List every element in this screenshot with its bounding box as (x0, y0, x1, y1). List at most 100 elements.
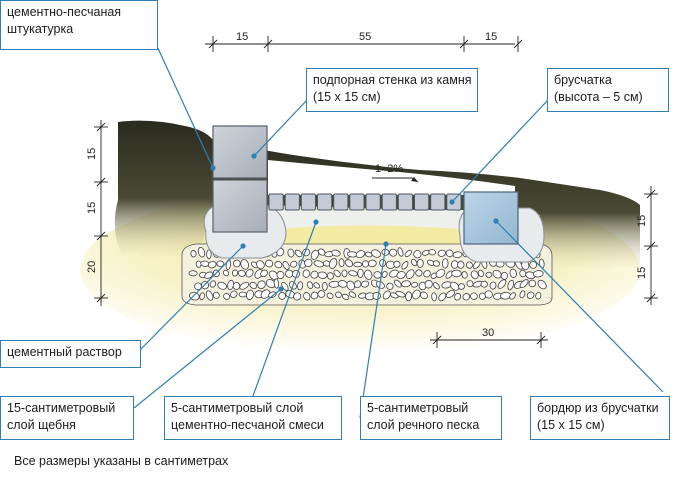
label-curb: бордюр из брусчатки (15 х 15 см) (530, 396, 670, 440)
wall-stone-upper (212, 125, 268, 179)
gravel-stone (462, 293, 471, 301)
paving-block (317, 193, 333, 211)
gravel-stone (205, 290, 214, 301)
gravel-stone (404, 249, 412, 257)
label-curb-line1: бордюр из брусчатки (537, 401, 659, 415)
gravel-stone (492, 269, 502, 279)
paving-block (414, 193, 430, 211)
gravel-stone (223, 293, 231, 300)
label-plaster-line2: штукатурка (7, 22, 74, 36)
gravel-stone (231, 269, 239, 277)
gravel-stone (435, 268, 446, 278)
gravel-stone (338, 258, 345, 268)
gravel-stone (507, 279, 514, 291)
gravel-stone (353, 261, 363, 268)
gravel-stone (454, 292, 462, 301)
gravel-stone (393, 279, 402, 288)
label-plaster: цементно-песчаная штукатурка (0, 0, 158, 50)
gravel-stone (237, 269, 246, 277)
gravel-stone (509, 268, 517, 278)
paving-block (349, 193, 365, 211)
gravel-stone (290, 260, 298, 268)
label-gravel: 15-сантиметровый слой щебня (0, 396, 134, 440)
label-cement-sand-line1: 5-сантиметровый слой (171, 401, 304, 415)
gravel-stone (287, 248, 295, 258)
dim-top-left: 15 (236, 31, 248, 43)
gravel-stone (310, 291, 319, 300)
gravel-stone (389, 248, 398, 257)
label-river-sand-line1: 5-сантиметровый (367, 401, 469, 415)
gravel-stone (428, 249, 436, 256)
gravel-stone (273, 278, 280, 289)
gravel-stone (412, 289, 421, 300)
gravel-stone (410, 258, 418, 267)
paving-block (397, 193, 413, 211)
slope-label: 1–2% (375, 163, 403, 175)
gravel-stone (413, 250, 422, 259)
paving-block (430, 193, 446, 211)
gravel-stone (276, 270, 285, 280)
gravel-stone (197, 247, 206, 258)
gravel-stone (461, 271, 468, 279)
leader-lines (133, 43, 664, 419)
gravel-stone (411, 281, 419, 288)
gravel-stone (232, 282, 241, 290)
gravel-stone (200, 260, 210, 267)
gravel-stone (278, 292, 286, 300)
gravel-stone (500, 291, 512, 300)
gravel-stone (274, 261, 283, 269)
gravel-stone (207, 261, 217, 269)
gravel-stone (313, 282, 321, 289)
gravel-stone (232, 259, 241, 268)
gravel-stone (239, 281, 250, 290)
gravel-stone (381, 271, 388, 278)
gravel-stone (373, 271, 382, 279)
dim-bottom: 30 (482, 327, 494, 339)
gravel-stone (535, 292, 542, 300)
dim-top-middle: 55 (359, 31, 371, 43)
gravel-stone (509, 292, 516, 300)
gravel-stone (382, 290, 391, 300)
paving-block (381, 193, 397, 211)
right-dimension (644, 186, 658, 305)
gravel-stone (432, 282, 440, 290)
label-river-sand: 5-сантиметровый слой речного песка (360, 396, 502, 440)
gravel-stone (405, 291, 413, 302)
label-gravel-line1: 15-сантиметровый (7, 401, 116, 415)
gravel-stone (249, 281, 258, 289)
label-retaining-wall: подпорная стенка из камня (15 х 15 см) (306, 68, 478, 112)
gravel-stone (297, 281, 304, 291)
gravel-stone (348, 270, 358, 277)
dim-left-middle: 15 (86, 202, 98, 214)
label-paving-line1: брусчатка (554, 73, 612, 87)
gravel-stone (321, 282, 328, 291)
gravel-stone (293, 292, 302, 301)
label-retaining-wall-line1: подпорная стенка из камня (313, 73, 472, 87)
gravel-stone (519, 269, 527, 278)
gravel-stone (423, 270, 431, 278)
gravel-stone (190, 250, 197, 258)
gravel-stone (256, 260, 265, 270)
gravel-stone (367, 259, 377, 268)
slope-arrowhead (411, 177, 418, 182)
gravel-stone (441, 258, 449, 269)
gravel-stone (304, 258, 313, 268)
paving-block (365, 193, 381, 211)
gravel-stone (449, 281, 460, 291)
leader-dots (210, 153, 499, 292)
gravel-stone (204, 271, 214, 279)
label-curb-line2: (15 х 15 см) (537, 418, 605, 432)
gravel-stone (328, 258, 338, 269)
gravel-stone (477, 269, 484, 278)
paving-block (268, 193, 284, 211)
gravel-stone (222, 269, 230, 277)
label-gravel-line2: слой щебня (7, 418, 76, 432)
gravel-stone (364, 251, 373, 258)
gravel-stone (363, 269, 373, 280)
gravel-stone (397, 247, 404, 257)
gravel-stone (199, 292, 206, 301)
gravel-stone (212, 291, 220, 299)
gravel-stone (389, 269, 399, 278)
gravel-stone (331, 249, 341, 257)
gravel-stone (206, 249, 212, 260)
